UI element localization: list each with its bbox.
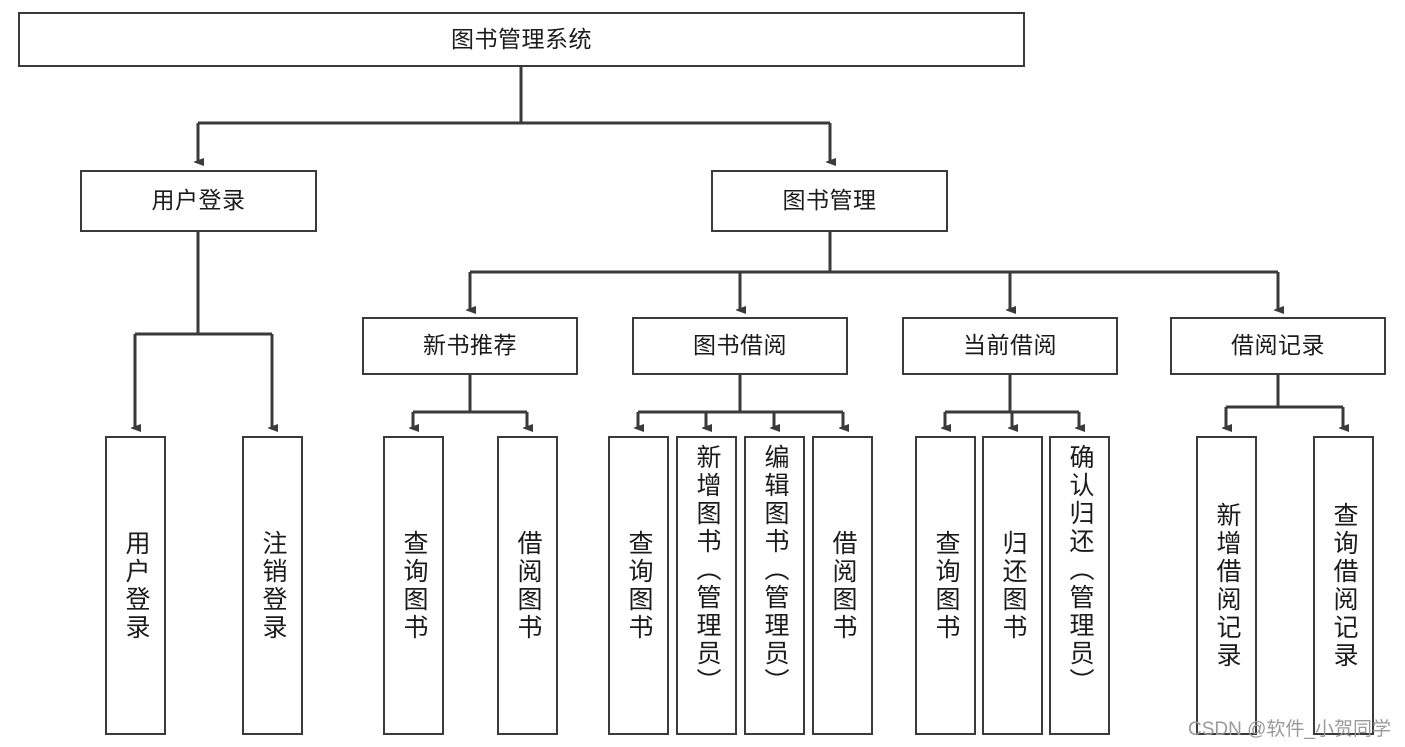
- watermark: CSDN @软件_小贺同学: [1188, 719, 1391, 740]
- node-label: 新增借阅记录: [1213, 501, 1241, 670]
- node-label: 新增图书（管理员）: [693, 444, 721, 696]
- node-borrow-record[interactable]: 借阅记录: [1170, 317, 1386, 375]
- node-label: 图书借阅: [693, 332, 787, 359]
- node-label: 归还图书: [999, 529, 1027, 642]
- leaf-query-book-recommend[interactable]: 查询图书: [383, 436, 444, 735]
- node-label: 查询图书: [932, 529, 960, 642]
- node-label: 注销登录: [259, 529, 287, 642]
- leaf-query-book-borrow[interactable]: 查询图书: [608, 436, 669, 735]
- leaf-add-book[interactable]: 新增图书（管理员）: [676, 436, 737, 735]
- node-new-book-recommend[interactable]: 新书推荐: [362, 317, 578, 375]
- node-label: 借阅图书: [514, 529, 542, 642]
- node-current-borrow[interactable]: 当前借阅: [902, 317, 1118, 375]
- node-label: 用户登录: [151, 187, 246, 214]
- leaf-return-book[interactable]: 归还图书: [982, 436, 1043, 735]
- leaf-logout[interactable]: 注销登录: [242, 436, 303, 735]
- node-label: 当前借阅: [963, 332, 1057, 359]
- leaf-query-book-current[interactable]: 查询图书: [915, 436, 976, 735]
- node-label: 图书管理系统: [451, 25, 592, 52]
- node-label: 借阅图书: [829, 529, 857, 642]
- leaf-borrow-book-recommend[interactable]: 借阅图书: [497, 436, 558, 735]
- node-label: 编辑图书（管理员）: [761, 444, 789, 696]
- node-label: 确认归还（管理员）: [1066, 444, 1094, 696]
- node-label: 新书推荐: [423, 332, 517, 359]
- node-label: 借阅记录: [1231, 332, 1325, 359]
- node-label: 查询借阅记录: [1330, 501, 1358, 670]
- leaf-query-borrow-record[interactable]: 查询借阅记录: [1313, 436, 1374, 735]
- node-label: 用户登录: [122, 529, 150, 642]
- node-label: 查询图书: [400, 529, 428, 642]
- leaf-borrow-book[interactable]: 借阅图书: [812, 436, 873, 735]
- node-book-borrow[interactable]: 图书借阅: [632, 317, 848, 375]
- node-label: 查询图书: [625, 529, 653, 642]
- node-book-management-system[interactable]: 图书管理系统: [18, 12, 1025, 67]
- node-book-management[interactable]: 图书管理: [711, 170, 948, 232]
- leaf-user-login[interactable]: 用户登录: [105, 436, 166, 735]
- leaf-confirm-return[interactable]: 确认归还（管理员）: [1049, 436, 1110, 735]
- leaf-add-borrow-record[interactable]: 新增借阅记录: [1196, 436, 1257, 735]
- node-user-login[interactable]: 用户登录: [80, 170, 317, 232]
- node-label: 图书管理: [782, 187, 877, 214]
- leaf-edit-book[interactable]: 编辑图书（管理员）: [744, 436, 805, 735]
